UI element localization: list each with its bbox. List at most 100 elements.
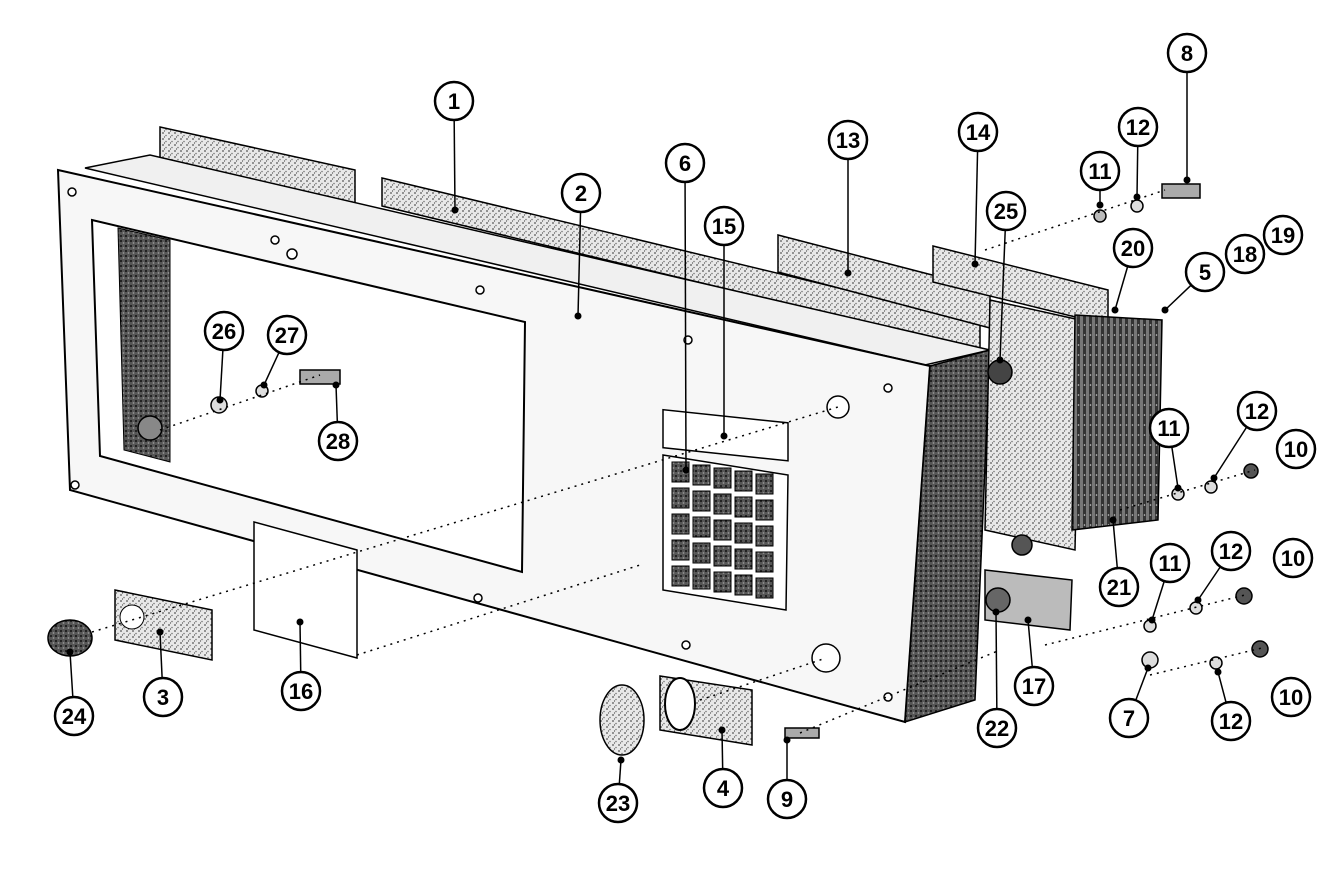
- callout-label: 13: [836, 128, 860, 153]
- relay-body: [984, 569, 1073, 631]
- callout-13: 13: [827, 119, 869, 277]
- keypad-key: [755, 551, 774, 573]
- callout-6: 6: [664, 142, 706, 474]
- callout-7: 7: [1108, 664, 1152, 739]
- keypad-key: [734, 496, 753, 518]
- callout-5: 5: [1161, 251, 1226, 314]
- callout-label: 3: [157, 685, 169, 710]
- callout-14: 14: [957, 111, 999, 268]
- callout-label: 5: [1199, 260, 1211, 285]
- callout-21: 21: [1098, 516, 1140, 608]
- callout-27: 27: [260, 314, 308, 389]
- callout-label: 19: [1271, 223, 1295, 248]
- cap-23: [599, 684, 645, 756]
- callout-label: 16: [289, 679, 313, 704]
- callout-19: 19: [1262, 214, 1304, 256]
- callout-label: 14: [966, 120, 991, 145]
- keypad-key: [692, 490, 711, 512]
- callout-label: 26: [212, 319, 236, 344]
- callout-10: 10: [1270, 676, 1312, 718]
- keypad-key: [755, 577, 774, 599]
- label-16: [253, 521, 358, 659]
- callout-label: 24: [62, 704, 87, 729]
- keypad-key: [692, 542, 711, 564]
- callout-16: 16: [280, 618, 322, 712]
- callout-label: 20: [1121, 236, 1145, 261]
- callout-label: 1: [448, 89, 460, 114]
- spacer-25: [987, 359, 1013, 385]
- callout-28: 28: [317, 381, 359, 462]
- keypad-key: [734, 548, 753, 570]
- keypad-key: [734, 522, 753, 544]
- keypad-key: [692, 516, 711, 538]
- callout-label: 10: [1281, 546, 1305, 571]
- callout-15: 15: [703, 205, 745, 440]
- keypad-key: [671, 539, 690, 561]
- callout-20: 20: [1111, 227, 1154, 314]
- keypad-key: [713, 467, 732, 489]
- callout-label: 11: [1088, 159, 1111, 184]
- keypad-key: [671, 487, 690, 509]
- callout-label: 25: [994, 199, 1018, 224]
- display-bezel: [117, 227, 171, 463]
- callout-label: 23: [606, 791, 630, 816]
- keypad-key: [713, 571, 732, 593]
- callout-label: 12: [1219, 539, 1243, 564]
- callout-label: 27: [275, 323, 299, 348]
- callout-label: 22: [985, 716, 1009, 741]
- callout-label: 12: [1126, 115, 1150, 140]
- callout-12: 12: [1194, 530, 1252, 604]
- callout-10: 10: [1275, 428, 1317, 470]
- callout-label: 18: [1233, 242, 1257, 267]
- callout-label: 17: [1022, 674, 1046, 699]
- keypad-key: [755, 473, 774, 495]
- callout-22: 22: [976, 608, 1018, 749]
- callout-3: 3: [142, 628, 184, 718]
- callout-label: 9: [781, 787, 793, 812]
- callout-24: 24: [53, 648, 95, 737]
- keypad-key: [713, 519, 732, 541]
- callout-label: 7: [1123, 706, 1135, 731]
- callout-18: 18: [1224, 233, 1266, 275]
- keypad-key: [671, 565, 690, 587]
- callout-25: 25: [985, 190, 1027, 364]
- panel-holes: [67, 187, 893, 702]
- keypad-key: [692, 568, 711, 590]
- keypad-key: [713, 545, 732, 567]
- callout-8: 8: [1166, 32, 1208, 184]
- callout-23: 23: [597, 756, 639, 824]
- chassis-group: [47, 126, 1269, 756]
- keypad-key: [755, 499, 774, 521]
- callout-26: 26: [203, 310, 245, 404]
- keypad-key: [755, 525, 774, 547]
- callout-10: 10: [1272, 537, 1314, 579]
- nut-top: [1011, 534, 1033, 556]
- keypad-key: [734, 574, 753, 596]
- callout-label: 10: [1279, 685, 1303, 710]
- callout-label: 11: [1157, 416, 1180, 441]
- keypad-key: [692, 464, 711, 486]
- callout-label: 4: [717, 776, 730, 801]
- callout-label: 10: [1284, 437, 1308, 462]
- callout-label: 28: [326, 429, 350, 454]
- callout-17: 17: [1013, 616, 1055, 707]
- callout-9: 9: [766, 736, 808, 820]
- callout-label: 2: [575, 181, 587, 206]
- callout-4: 4: [702, 726, 744, 809]
- heatsink-plate: [984, 299, 1081, 551]
- callout-label: 15: [712, 214, 736, 239]
- callout-label: 8: [1181, 41, 1193, 66]
- window-screw: [137, 415, 163, 441]
- exploded-leaders: [91, 189, 1263, 734]
- callout-label: 6: [679, 151, 691, 176]
- keypad-key: [734, 470, 753, 492]
- heatsink-fins: [1071, 314, 1163, 531]
- callout-2: 2: [560, 172, 602, 320]
- callout-1: 1: [433, 80, 475, 214]
- callout-label: 12: [1219, 709, 1243, 734]
- keypad-key: [671, 513, 690, 535]
- callout-11: 11: [1148, 542, 1191, 624]
- relay-knob: [985, 587, 1011, 613]
